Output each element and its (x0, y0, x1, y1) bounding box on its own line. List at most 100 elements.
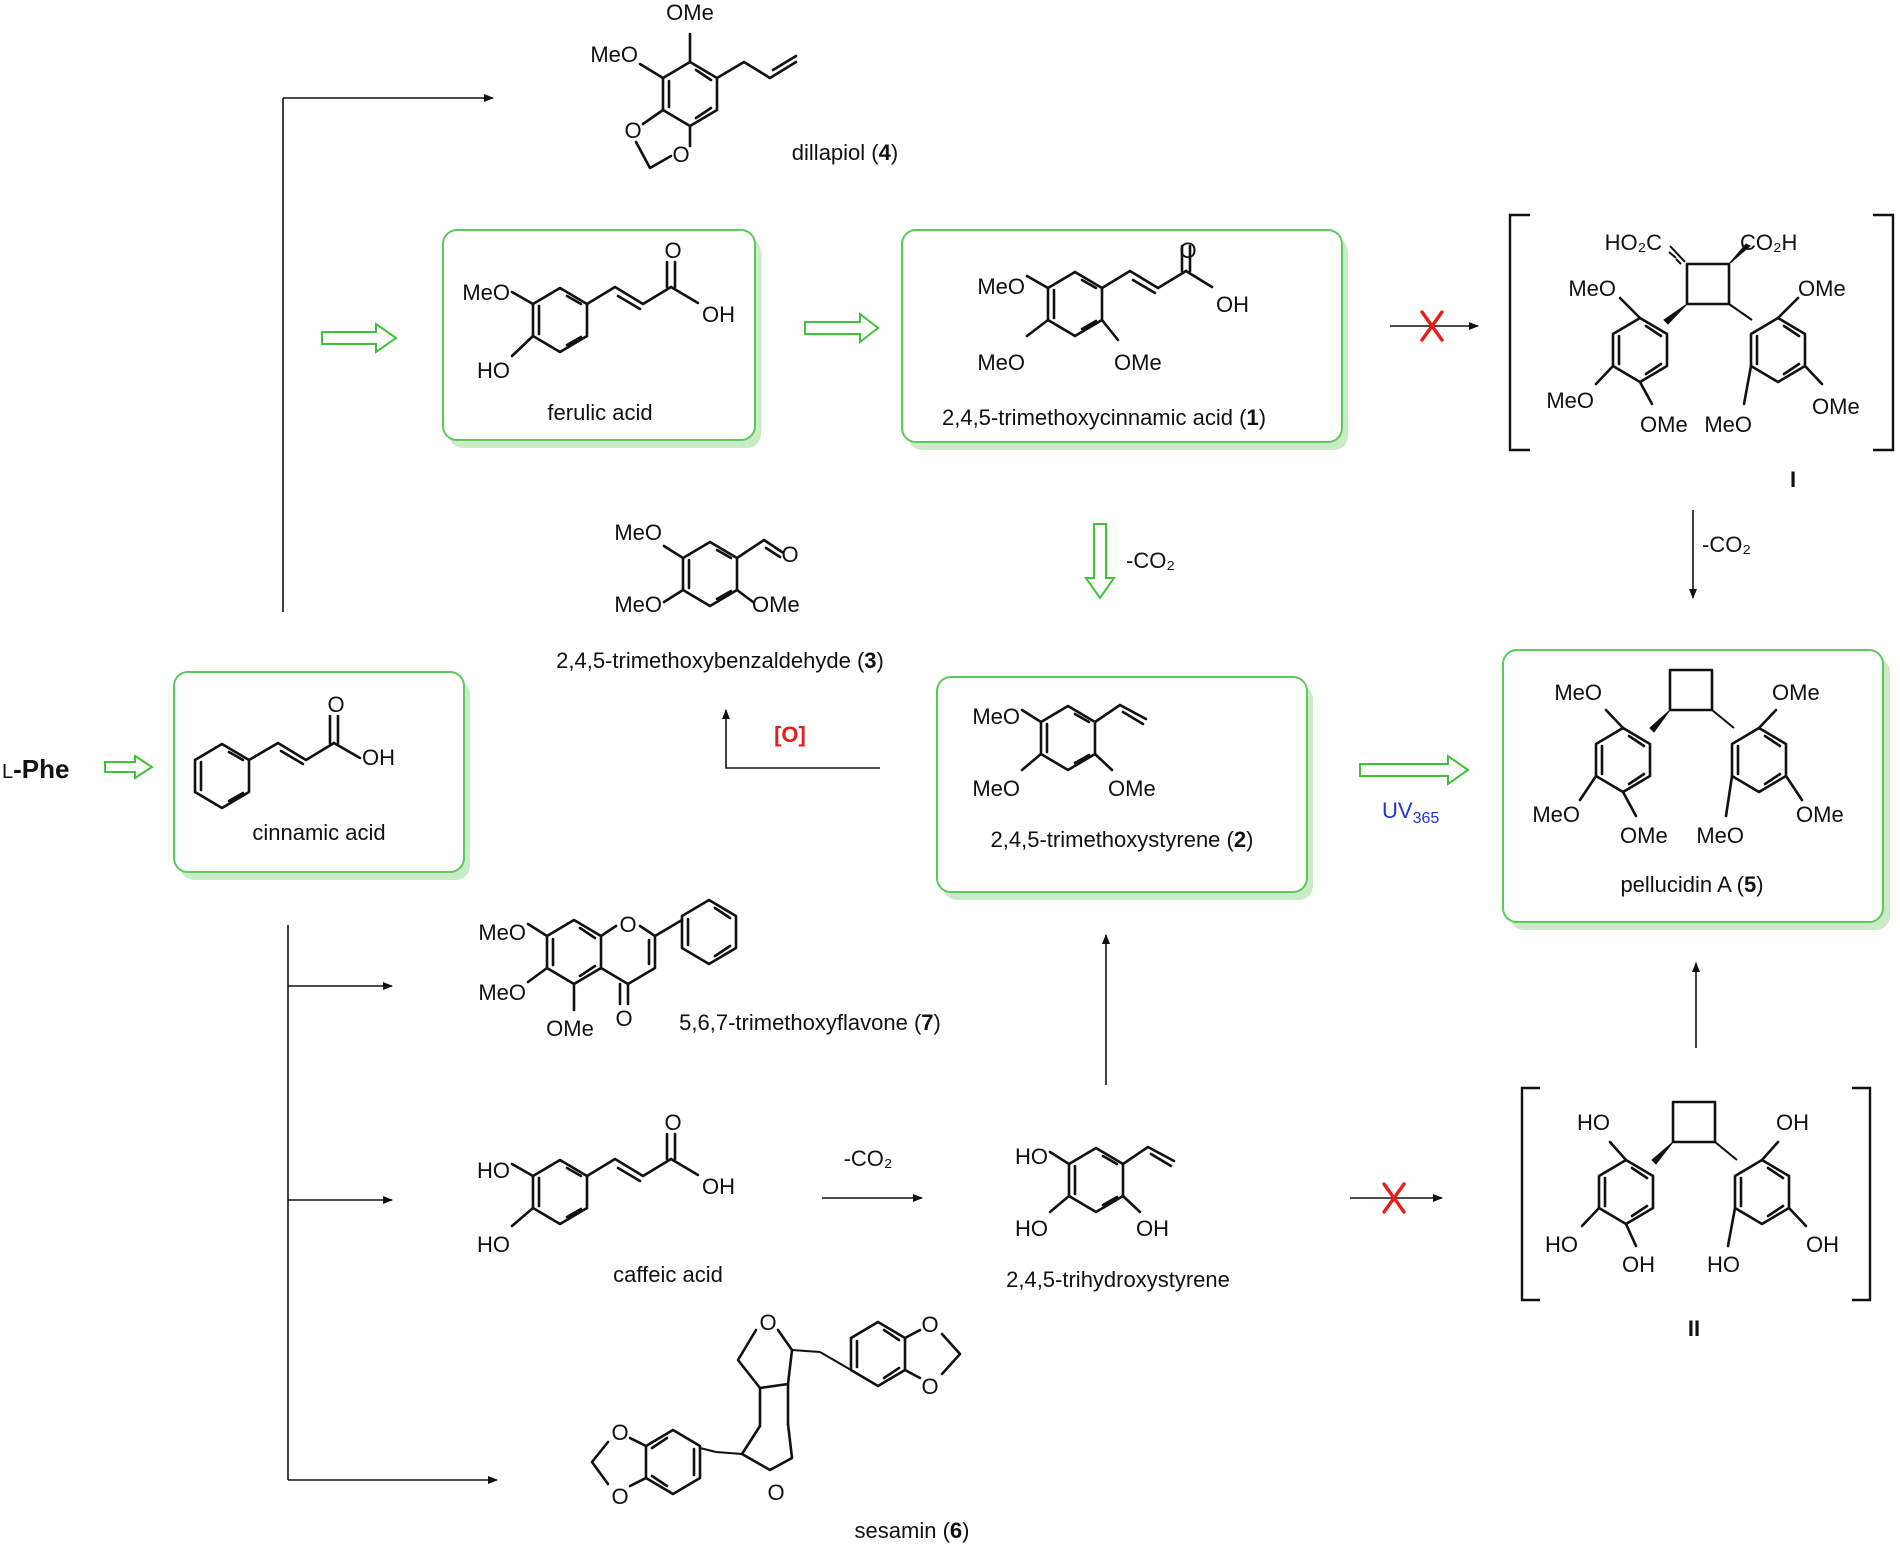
label-caffeic: caffeic acid (613, 1262, 723, 1287)
pel-meo-f: MeO (1696, 823, 1744, 848)
label-tms: 2,4,5-trimethoxystyrene (2) (991, 827, 1254, 852)
pel-meo-b: MeO (1532, 802, 1580, 827)
ses-o4: O (611, 1484, 628, 1509)
tmb-ome: OMe (752, 592, 800, 617)
pel-ome-e: OMe (1796, 802, 1844, 827)
int2-ho-a: HO (1577, 1110, 1610, 1135)
reagent-uv: UV365 (1382, 798, 1439, 827)
label-dillapiol: dillapiol (4) (792, 140, 898, 165)
fer-o: O (664, 238, 681, 263)
int2-label: II (1688, 1316, 1700, 1341)
compound-dillapiol: OMe MeO O O dillapiol (4) (590, 0, 898, 170)
green-arrow-phe-to-cinnamic (104, 754, 154, 780)
ses-o1: O (921, 1312, 938, 1337)
label-cinnamic-acid: cinnamic acid (252, 820, 385, 845)
tmca-oh: OH (1216, 292, 1249, 317)
ths-oh: OH (1136, 1216, 1169, 1241)
reagent-decarb-right: -CO₂ (1702, 532, 1751, 557)
int1-ome-c: OMe (1640, 412, 1688, 437)
flav-meo1: MeO (478, 920, 526, 945)
int1-meo-a: MeO (1568, 276, 1616, 301)
tmb-meo1: MeO (614, 520, 662, 545)
reagent-oxidation: [O] (774, 722, 806, 747)
label-tmb: 2,4,5-trimethoxybenzaldehyde (3) (556, 648, 884, 673)
ses-o2: O (921, 1374, 938, 1399)
arrow-oxidation (722, 709, 880, 769)
int2-ho-b: HO (1545, 1232, 1578, 1257)
tmb-o: O (781, 542, 798, 567)
caf-oh: OH (702, 1174, 735, 1199)
box-cinnamic-acid: O OH cinnamic acid (173, 671, 470, 880)
pel-ome-d: OMe (1772, 680, 1820, 705)
int2-oh-e: OH (1806, 1232, 1839, 1257)
ses-o-bottom: O (767, 1480, 784, 1505)
caf-o: O (664, 1110, 681, 1135)
fer-meo: MeO (462, 280, 510, 305)
green-arrow-to-ferulic (321, 322, 398, 354)
box-pellucidin: MeO MeO OMe OMe OMe MeO pellucidin A (5) (1502, 649, 1890, 930)
caf-ho2: HO (477, 1232, 510, 1257)
label-ths: 2,4,5-trihydroxystyrene (1006, 1267, 1230, 1292)
cin-oh: OH (362, 745, 395, 770)
dill-o2: O (672, 142, 689, 167)
compound-sesamin: O O O O O O sesamin (6) (590, 1310, 970, 1543)
tmca-meo2: MeO (977, 350, 1025, 375)
tms-ome: OMe (1108, 776, 1156, 801)
box-ferulic-acid: MeO HO O OH ferulic acid (442, 229, 761, 448)
start-l-phe: L-Phe (2, 754, 69, 784)
label-sesamin: sesamin (6) (855, 1518, 970, 1543)
green-arrow-ferulic-to-tmca (804, 311, 880, 345)
tms-meo1: MeO (972, 704, 1020, 729)
compound-flavone: O O MeO MeO OMe 5,6,7-trimethoxyflavone … (478, 898, 941, 1041)
svg-text:L-Phe: L-Phe (2, 754, 69, 784)
fer-ho: HO (477, 358, 510, 383)
int1-meo-f: MeO (1704, 412, 1752, 437)
l-prefix: L (2, 761, 13, 783)
dill-ome: OMe (666, 0, 714, 25)
ses-o-top: O (759, 1310, 776, 1335)
dill-o1: O (624, 118, 641, 143)
tmb-meo2: MeO (614, 592, 662, 617)
compound-caffeic: HO HO O OH caffeic acid (477, 1110, 735, 1287)
intermediate-i: HO₂C CO₂H MeO MeO OMe OMe OMe MeO I (1508, 213, 1895, 492)
label-ferulic-acid: ferulic acid (547, 400, 652, 425)
reagent-decarb-caffeic: -CO₂ (844, 1146, 893, 1171)
flav-o-ring: O (619, 912, 636, 937)
tmca-meo1: MeO (977, 274, 1025, 299)
compound-ths: HO HO OH 2,4,5-trihydroxystyrene (1006, 1144, 1230, 1292)
reagent-decarb-top: -CO₂ (1126, 548, 1175, 573)
flav-meo2: MeO (478, 980, 526, 1005)
int1-co2h: CO₂H (1740, 230, 1797, 255)
int1-label: I (1790, 467, 1796, 492)
tms-meo2: MeO (972, 776, 1020, 801)
int2-oh-d: OH (1776, 1110, 1809, 1135)
tmca-ome: OMe (1114, 350, 1162, 375)
red-x-bottom (1382, 1182, 1406, 1214)
dill-meo: MeO (590, 42, 638, 67)
flav-ome: OMe (546, 1016, 594, 1041)
caf-ho1: HO (477, 1158, 510, 1183)
phe-name: -Phe (13, 754, 69, 784)
int2-oh-c: OH (1622, 1252, 1655, 1277)
pel-meo-a: MeO (1554, 680, 1602, 705)
int2-ho-f: HO (1707, 1252, 1740, 1277)
box-tmca: MeO MeO OMe O OH 2,4,5-trimethoxycinnami… (901, 229, 1348, 450)
compound-tmb: MeO MeO OMe O 2,4,5-trimethoxybenzaldehy… (556, 520, 884, 673)
label-pellucidin: pellucidin A (5) (1620, 872, 1763, 897)
int1-ome-d: OMe (1798, 276, 1846, 301)
flav-o-keto: O (615, 1006, 632, 1031)
ths-ho2: HO (1015, 1216, 1048, 1241)
green-arrow-decarb (1084, 523, 1116, 600)
int1-ho2c: HO₂C (1605, 230, 1663, 255)
cin-o: O (327, 692, 344, 717)
box-tms: MeO MeO OMe 2,4,5-trimethoxystyrene (2) (936, 676, 1313, 900)
ths-ho1: HO (1015, 1144, 1048, 1169)
pel-ome-c: OMe (1620, 823, 1668, 848)
red-x-top (1420, 310, 1444, 342)
intermediate-ii: HO HO OH OH OH HO II (1520, 1086, 1872, 1341)
ses-o3: O (611, 1420, 628, 1445)
tmca-o: O (1179, 238, 1196, 263)
fer-oh: OH (702, 302, 735, 327)
